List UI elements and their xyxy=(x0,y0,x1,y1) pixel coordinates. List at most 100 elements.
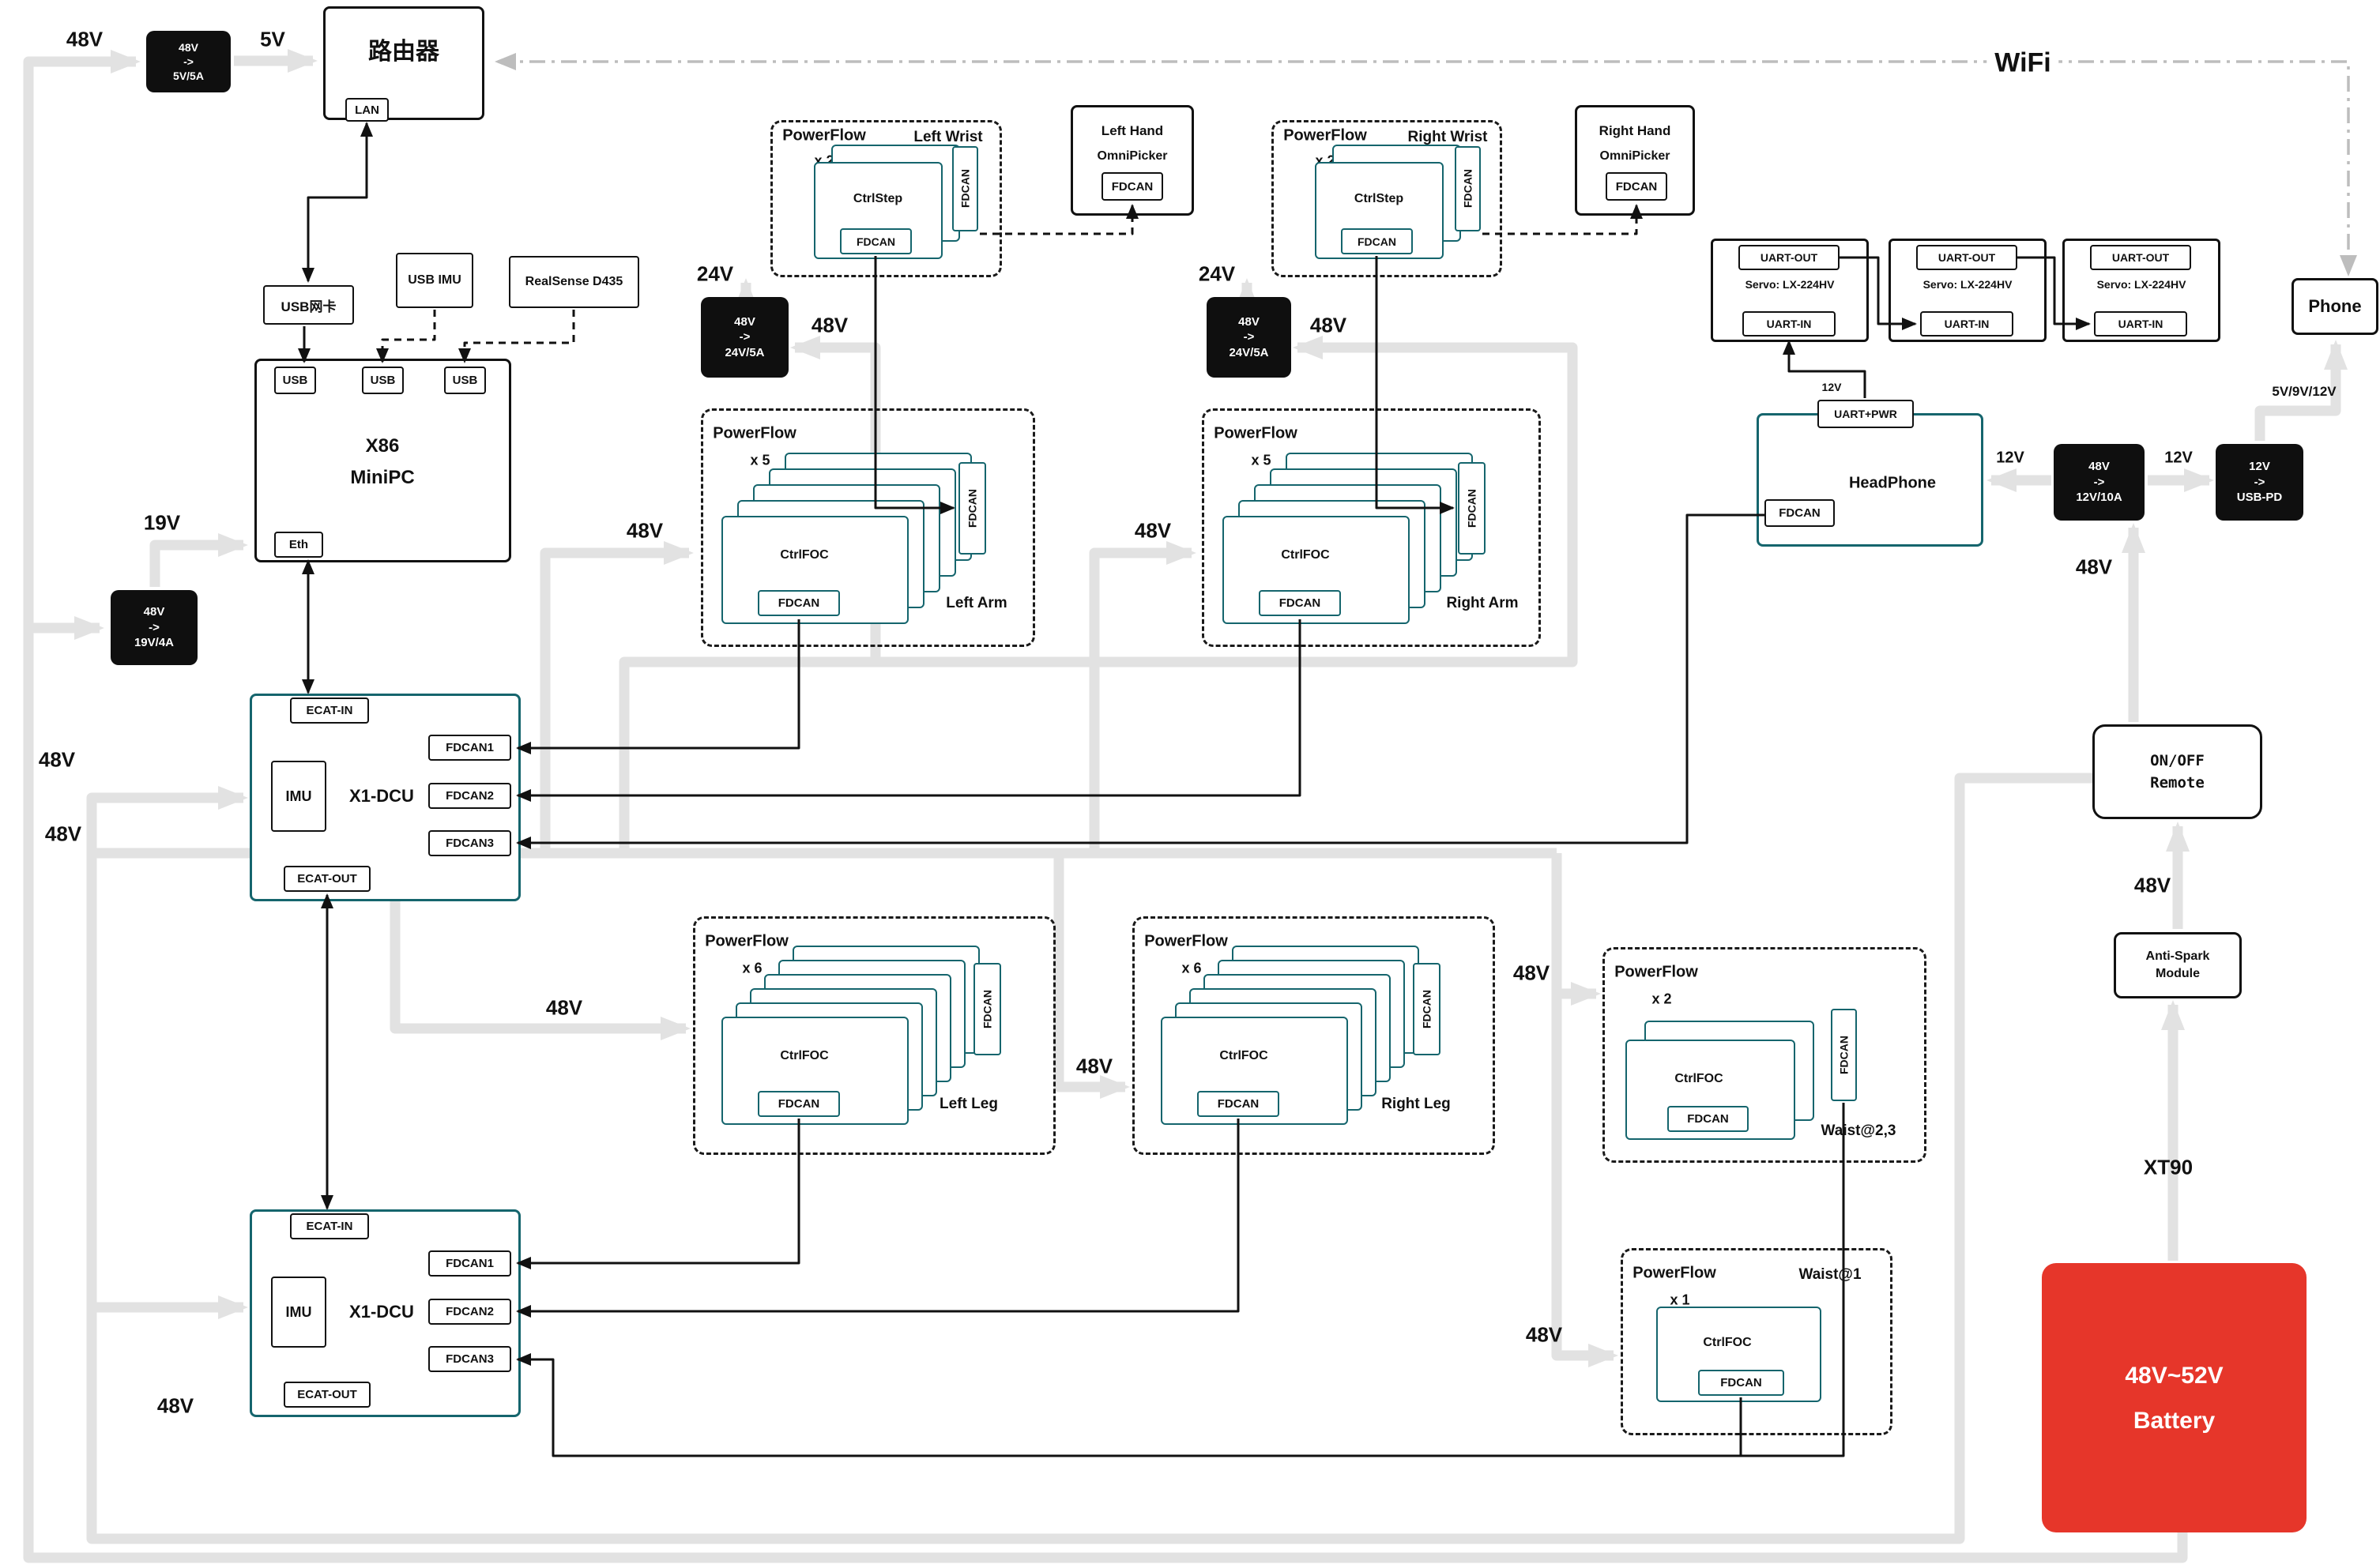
dcu-lower-fdcan3: FDCAN3 xyxy=(428,1346,511,1372)
dcdc-48v-19v-in: 48V xyxy=(143,605,165,619)
voltage-label-48v-waist1: 48V xyxy=(1525,1322,1563,1347)
powerflow-right-arm-title: PowerFlow xyxy=(1214,424,1297,442)
headphone-title: HeadPhone xyxy=(1848,474,1937,492)
servo1-name: Servo: LX-224HV xyxy=(1745,278,1835,291)
minipc-usb-port-1: USB xyxy=(274,367,316,394)
battery-line2: Battery xyxy=(2133,1407,2216,1434)
voltage-label-12v-servo: 12V xyxy=(1821,381,1842,393)
powerflow-waist23-count: x 2 xyxy=(1651,991,1672,1007)
powerflow-left-arm-title: PowerFlow xyxy=(713,424,796,442)
remote-line1: ON/OFF xyxy=(2150,751,2205,769)
powerflow-waist23-title: PowerFlow xyxy=(1614,963,1698,981)
right-leg-ctrlfoc: CtrlFOC xyxy=(1219,1049,1268,1062)
dcu-lower-fdcan1: FDCAN1 xyxy=(428,1250,511,1277)
dcdc-12v-arrow: -> xyxy=(2093,475,2105,489)
dcdc-24v-right-in: 48V xyxy=(1238,314,1260,329)
waist1-ctrlfoc: CtrlFOC xyxy=(1703,1336,1752,1349)
minipc-eth-port: Eth xyxy=(274,532,323,558)
voltage-label-48v-leftbus-inner: 48V xyxy=(44,822,82,846)
voltage-label-48v-lowerleft: 48V xyxy=(156,1393,194,1418)
dcu-upper-title: X1-DCU xyxy=(349,786,414,806)
left-leg-ctrlfoc: CtrlFOC xyxy=(780,1049,829,1062)
dcdc-12v-in: 48V xyxy=(2088,460,2110,474)
voltage-label-48v-leftleg: 48V xyxy=(545,995,583,1020)
headphone-fdcan: FDCAN xyxy=(1764,499,1835,527)
xt90-label: XT90 xyxy=(2143,1155,2194,1179)
powerflow-right-leg-box xyxy=(1132,916,1495,1155)
servo2-name: Servo: LX-224HV xyxy=(1922,278,2013,291)
voltage-label-48v-rightleg: 48V xyxy=(1075,1054,1113,1078)
dcdc-24v-left-in: 48V xyxy=(734,314,755,329)
voltage-label-48v-antispark: 48V xyxy=(2133,873,2171,897)
antispark-line2: Module xyxy=(2156,967,2200,980)
dcdc-12v-out: 12V/10A xyxy=(2076,491,2122,505)
voltage-label-48v-12vdcdc: 48V xyxy=(2075,555,2113,579)
powerflow-right-leg-label: Right Leg xyxy=(1381,1096,1451,1112)
voltage-label-5v: 5V xyxy=(260,27,285,51)
right-leg-fdcan: FDCAN xyxy=(1197,1091,1279,1117)
anti-spark-module-box: Anti-Spark Module xyxy=(2114,932,2242,998)
powerflow-right-leg-title: PowerFlow xyxy=(1144,932,1228,950)
powerflow-left-leg-title: PowerFlow xyxy=(705,932,789,950)
dcdc-48v-5v: 48V -> 5V/5A xyxy=(146,31,231,92)
waist23-ctrlfoc: CtrlFOC xyxy=(1674,1072,1723,1085)
servo3-uart-in: UART-IN xyxy=(2094,311,2187,337)
voltage-label-48v-topleft: 48V xyxy=(66,27,104,51)
battery-line1: 48V~52V xyxy=(2125,1362,2224,1389)
powerflow-left-leg-count: x 6 xyxy=(742,960,763,976)
usb-nic-box: USB网卡 xyxy=(263,285,354,325)
servo3-name: Servo: LX-224HV xyxy=(2096,278,2186,291)
dcu-upper-imu: IMU xyxy=(271,761,326,832)
powerflow-left-arm-count: x 5 xyxy=(750,452,770,468)
dcdc-usbpd-out: USB-PD xyxy=(2236,491,2283,505)
dcdc-usbpd-arrow: -> xyxy=(2254,475,2265,489)
voltage-label-24v-left: 24V xyxy=(696,261,734,286)
dcu-upper-ecat-in: ECAT-IN xyxy=(290,698,369,724)
dcdc-24v-right-arrow: -> xyxy=(1243,330,1255,344)
voltage-label-phone-multi: 5V/9V/12V xyxy=(2272,384,2337,399)
voltage-label-48v-wrist-left: 48V xyxy=(811,313,849,337)
waist23-fdcan: FDCAN xyxy=(1667,1106,1749,1132)
dcdc-48v-24v-right: 48V -> 24V/5A xyxy=(1207,297,1291,378)
voltage-label-48v-leftbus-outer: 48V xyxy=(38,747,76,772)
dcu-lower-ecat-out: ECAT-OUT xyxy=(284,1382,371,1408)
voltage-label-48v-rightarm: 48V xyxy=(1134,518,1172,543)
dcu-lower-ecat-in: ECAT-IN xyxy=(290,1213,369,1239)
phone-label: Phone xyxy=(2308,296,2362,316)
minipc-usb-port-3: USB xyxy=(444,367,486,394)
voltage-label-24v-right: 24V xyxy=(1198,261,1236,286)
dcu-lower-fdcan2: FDCAN2 xyxy=(428,1299,511,1325)
dcdc-48v-5v-in: 48V xyxy=(179,40,198,54)
dcu-upper-fdcan2: FDCAN2 xyxy=(428,783,511,809)
dcdc-48v-19v-out: 19V/4A xyxy=(134,636,175,650)
dcdc-usbpd-in: 12V xyxy=(2249,460,2270,474)
dcdc-24v-left-arrow: -> xyxy=(739,330,751,344)
dcu-upper-fdcan1: FDCAN1 xyxy=(428,735,511,761)
dcdc-48v-5v-out: 5V/5A xyxy=(173,70,204,83)
dcdc-24v-left-out: 24V/5A xyxy=(725,345,765,359)
voltage-label-48v-leftarm: 48V xyxy=(626,518,664,543)
phone-box xyxy=(2292,278,2378,335)
router-title: 路由器 xyxy=(368,39,439,65)
dcu-lower-title: X1-DCU xyxy=(349,1302,414,1322)
wifi-label: WiFi xyxy=(1986,47,2059,79)
voltage-label-12v-usbpd: 12V xyxy=(2164,449,2193,467)
dcu-upper-fdcan3: FDCAN3 xyxy=(428,830,511,856)
antispark-line1: Anti-Spark xyxy=(2145,949,2210,963)
router-lan-port: LAN xyxy=(345,98,389,122)
servo1-uart-in: UART-IN xyxy=(1742,311,1836,337)
dcdc-48v-19v-arrow: -> xyxy=(149,620,160,634)
dcdc-24v-right-out: 24V/5A xyxy=(1229,345,1269,359)
right-leg-card-1 xyxy=(1161,1017,1348,1125)
voltage-label-48v-wrist-right: 48V xyxy=(1309,313,1347,337)
dcu-upper-ecat-out: ECAT-OUT xyxy=(284,866,371,892)
minipc-usb-port-2: USB xyxy=(362,367,404,394)
remote-line2: Remote xyxy=(2150,774,2205,792)
dcdc-48v-24v-left: 48V -> 24V/5A xyxy=(701,297,789,378)
voltage-label-19v: 19V xyxy=(143,510,181,535)
dcdc-48v-19v: 48V -> 19V/4A xyxy=(111,590,198,665)
headphone-uart-pwr: UART+PWR xyxy=(1817,400,1914,428)
on-off-remote-box: ON/OFF Remote xyxy=(2092,724,2262,819)
